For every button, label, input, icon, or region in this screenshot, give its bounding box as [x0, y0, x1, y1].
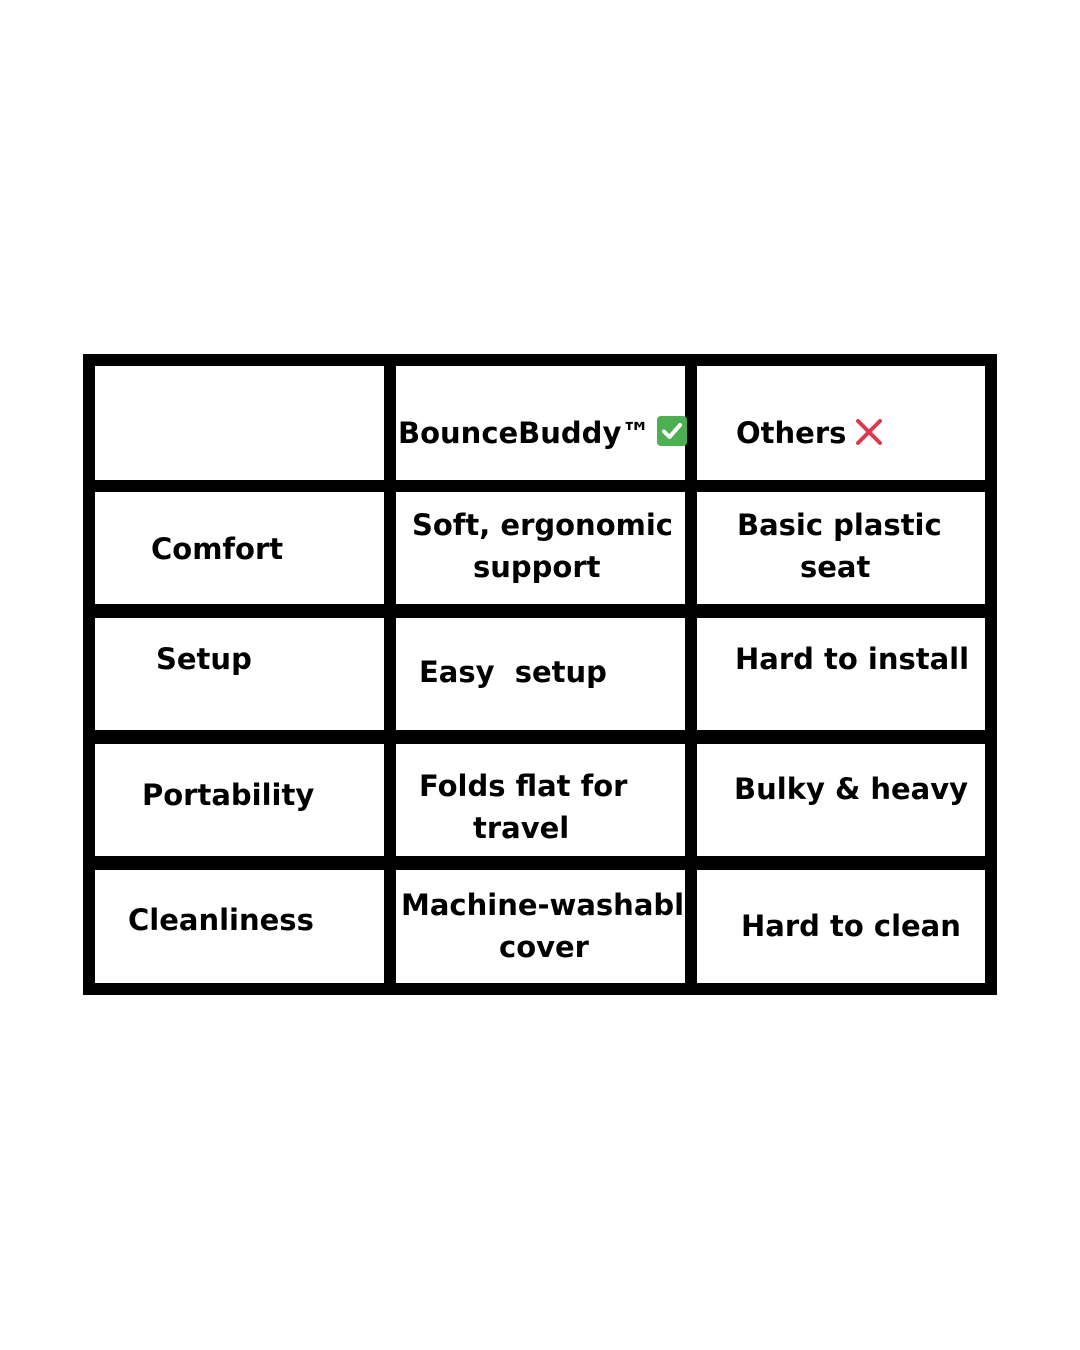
row-others-line-1: Hard to install	[735, 642, 970, 676]
comparison-table: BounceBuddy™ Others Comfort Soft, ergono…	[83, 354, 997, 995]
row-product-line-1: Soft, ergonomic	[412, 508, 673, 542]
cross-mark-icon	[856, 419, 883, 445]
row-product-line-2: support	[473, 550, 601, 584]
header-corner-cell	[95, 366, 384, 480]
header-others: Others	[736, 412, 884, 454]
header-product: BounceBuddy™	[398, 412, 688, 454]
row-feature-label: Portability	[142, 778, 315, 812]
row-product-line-1: Easy setup	[419, 655, 607, 689]
table-row-comfort-product-cell: Soft, ergonomic support	[396, 492, 685, 604]
table-row-cleanliness-others-cell: Hard to clean	[697, 870, 985, 983]
table-row-portability-others-cell: Bulky & heavy	[697, 744, 985, 856]
row-product-line-1: Machine-washable	[401, 888, 704, 922]
row-others-line-1: Bulky & heavy	[734, 772, 969, 806]
row-product-line-2: cover	[499, 930, 589, 964]
table-row-setup-others-cell: Hard to install	[697, 618, 985, 730]
row-feature-label: Setup	[156, 642, 252, 676]
row-others-line-1: Hard to clean	[741, 909, 961, 943]
header-product-cell: BounceBuddy™	[396, 366, 688, 480]
row-others-line-1: Basic plastic	[737, 508, 942, 542]
table-row-setup-feature-cell: Setup	[95, 618, 384, 730]
header-product-label: BounceBuddy™	[398, 416, 651, 450]
table-row-setup-product-cell: Easy setup	[396, 618, 685, 730]
table-row-comfort-others-cell: Basic plastic seat	[697, 492, 985, 604]
table-row-cleanliness-feature-cell: Cleanliness	[95, 870, 384, 983]
row-feature-label: Comfort	[151, 532, 284, 566]
row-product-line-2: travel	[473, 811, 570, 845]
row-product-line-1: Folds flat for	[419, 769, 628, 803]
header-others-cell: Others	[697, 366, 985, 480]
check-mark-icon	[657, 416, 688, 446]
table-row-cleanliness-product-cell: Machine-washable cover	[396, 870, 704, 983]
row-feature-label: Cleanliness	[128, 903, 314, 937]
table-row-portability-feature-cell: Portability	[95, 744, 384, 856]
table-row-comfort-feature-cell: Comfort	[95, 492, 384, 604]
row-others-line-2: seat	[800, 550, 871, 584]
table-row-portability-product-cell: Folds flat for travel	[396, 744, 685, 856]
header-others-label: Others	[736, 416, 847, 450]
